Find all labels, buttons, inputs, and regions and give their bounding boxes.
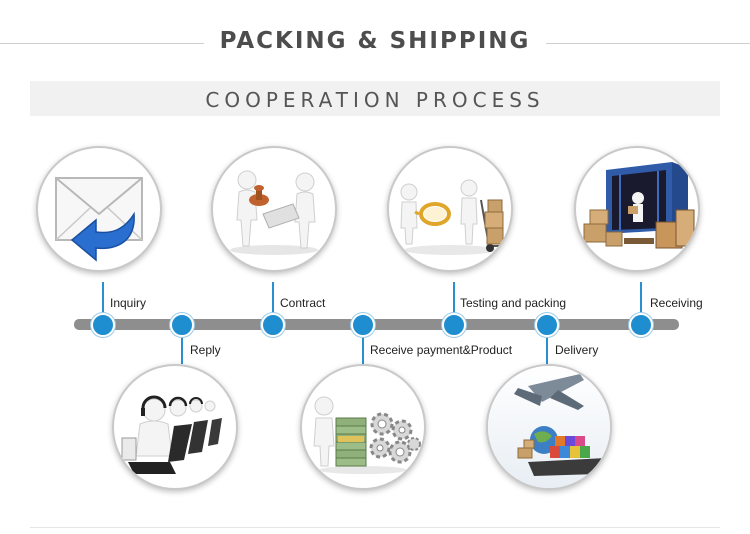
step-label-receiving: Receiving (650, 296, 703, 310)
connector-reply (181, 334, 183, 364)
call-center-icon (121, 395, 222, 474)
contract-illustration (211, 146, 337, 272)
testing-illustration (387, 146, 513, 272)
payment-illustration (300, 364, 426, 490)
connector-delivery (546, 334, 548, 364)
step-label-contract: Contract (280, 296, 326, 310)
step-dot-testing (442, 313, 466, 337)
connector-inquiry (102, 282, 104, 316)
inquiry-illustration (36, 146, 162, 272)
connector-payment (362, 334, 364, 364)
footer-divider (30, 527, 720, 528)
container-boxes-icon (583, 162, 695, 249)
contract-stamp-icon (230, 170, 318, 255)
step-label-testing: Testing and packing (460, 296, 567, 310)
magnifier-handtruck-icon (400, 179, 504, 255)
step-dot-payment (351, 313, 375, 337)
receiving-illustration (574, 146, 700, 272)
money-gears-icon (313, 396, 421, 474)
reply-illustration (112, 364, 238, 490)
connector-testing (453, 282, 455, 316)
page-title-text: PACKING & SHIPPING (203, 28, 547, 54)
plane-ship-icon (488, 366, 610, 488)
step-dot-inquiry (91, 313, 115, 337)
step-label-inquiry: Inquiry (110, 296, 147, 310)
connector-contract (272, 282, 274, 316)
step-dot-receiving (629, 313, 653, 337)
step-label-payment: Receive payment&Product (370, 343, 513, 357)
step-label-delivery: Delivery (555, 343, 599, 357)
title-rule-left (0, 43, 205, 44)
subtitle-bar (30, 81, 720, 116)
subtitle: COOPERATION PROCESS (205, 88, 545, 112)
step-label-reply: Reply (190, 343, 221, 357)
envelope-reply-icon (55, 177, 143, 262)
connector-receiving (640, 282, 642, 316)
step-dot-delivery (535, 313, 559, 337)
page-title: PACKING & SHIPPING (0, 28, 750, 54)
title-rule-right (546, 43, 750, 44)
timeline-bar (74, 319, 679, 330)
step-dot-reply (170, 313, 194, 337)
step-dot-contract (261, 313, 285, 337)
delivery-illustration (486, 364, 612, 490)
